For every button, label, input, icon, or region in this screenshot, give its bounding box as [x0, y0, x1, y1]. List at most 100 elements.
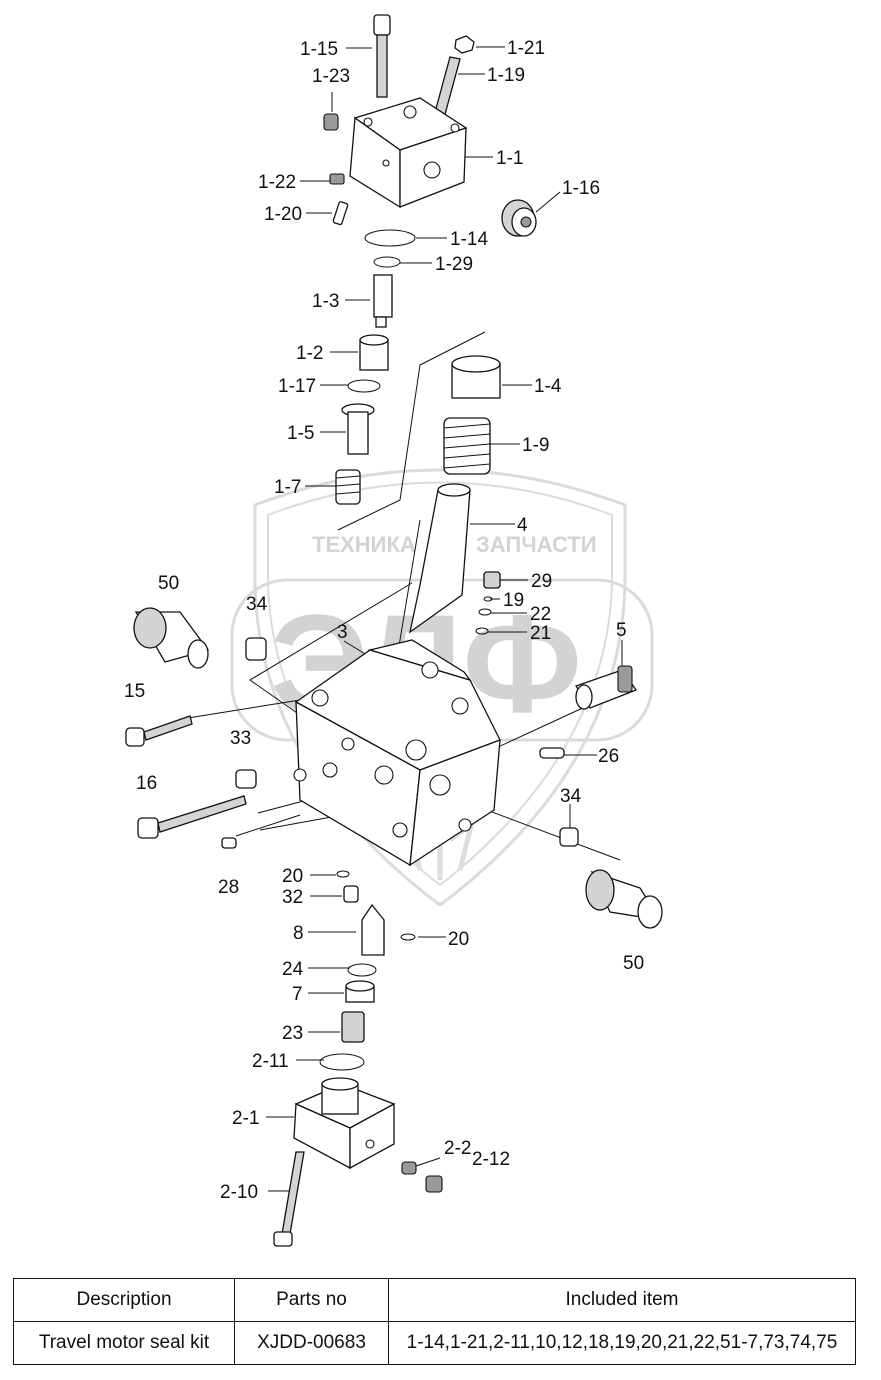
pin-32-icon: [343, 885, 359, 903]
label-24: 24: [282, 959, 304, 980]
label-1-14: 1-14: [450, 229, 488, 250]
ring-20-lower-icon: [400, 933, 416, 941]
label-1-15: 1-15: [300, 39, 338, 60]
label-1-2: 1-2: [296, 343, 323, 364]
label-20-lower: 20: [448, 929, 469, 950]
label-33: 33: [230, 728, 251, 749]
label-23: 23: [282, 1023, 303, 1044]
ring-22-icon: [478, 608, 492, 616]
label-2-2: 2-2: [444, 1138, 471, 1159]
plug-1-16-icon: [501, 199, 537, 237]
label-29: 29: [531, 571, 552, 592]
cell-parts-no: XJDD-00683: [234, 1321, 389, 1365]
ring-1-17-icon: [347, 379, 381, 393]
nut-1-21-icon: [454, 35, 475, 54]
sleeve-1-2-icon: [359, 334, 389, 371]
housing-block-1-1-icon: [349, 97, 468, 209]
spool-1-3-icon: [373, 274, 393, 328]
label-20-upper: 20: [282, 866, 303, 887]
label-2-12: 2-12: [472, 1149, 510, 1170]
label-7: 7: [292, 984, 303, 1005]
o-ring-2-11-icon: [319, 1053, 365, 1071]
label-2-1: 2-1: [232, 1108, 259, 1129]
ring-20-upper-icon: [336, 870, 350, 878]
plug-1-23-icon: [323, 113, 339, 131]
plug-29-icon: [483, 571, 501, 589]
label-2-10: 2-10: [220, 1182, 258, 1203]
ring-21-icon: [475, 627, 489, 635]
label-1-21: 1-21: [507, 38, 545, 59]
label-1-1: 1-1: [496, 148, 523, 169]
pin-26-icon: [539, 747, 565, 759]
label-5: 5: [616, 620, 627, 641]
label-3: 3: [337, 622, 348, 643]
callout-labels: 1-15 1-21 1-23 1-19 1-1 1-22 1-16 1-20 1…: [124, 38, 644, 1203]
plug-23-icon: [341, 1011, 365, 1043]
ring-24-icon: [347, 963, 377, 977]
label-26: 26: [598, 746, 619, 767]
label-1-20: 1-20: [264, 204, 302, 225]
label-1-29: 1-29: [435, 254, 473, 275]
label-50-right: 50: [623, 953, 644, 974]
header-description: Description: [13, 1278, 235, 1322]
poppet-8-icon: [361, 903, 385, 956]
bolt-1-15-icon: [373, 14, 391, 98]
label-1-17: 1-17: [278, 376, 316, 397]
watermark-left-text: ТЕХНИКА: [312, 532, 416, 557]
stud-1-19-icon: [433, 56, 461, 119]
piston-5-icon: [575, 665, 638, 710]
ring-19-icon: [483, 596, 493, 602]
label-1-3: 1-3: [312, 291, 339, 312]
plug-2-2-icon: [401, 1161, 417, 1175]
label-2-11: 2-11: [252, 1051, 289, 1072]
screw-1-22-icon: [329, 173, 345, 185]
parts-table: Description Parts no Included item Trave…: [13, 1278, 856, 1365]
parts-artwork: [125, 14, 663, 1247]
label-1-16: 1-16: [562, 178, 600, 199]
valve-body-3-icon: [293, 639, 501, 867]
label-32: 32: [282, 887, 303, 908]
pin-28-icon: [221, 837, 237, 849]
exploded-parts-diagram: ТЕХНИКА ЗАПЧАСТИ ЭЛФ: [124, 14, 663, 1247]
label-21: 21: [530, 623, 551, 644]
plug-34-right-icon: [559, 827, 579, 847]
label-50-left: 50: [158, 573, 179, 594]
label-1-19: 1-19: [487, 65, 525, 86]
label-8: 8: [293, 923, 304, 944]
plug-34-left-icon: [245, 637, 267, 661]
table-header-row: Description Parts no Included item: [13, 1278, 856, 1322]
spring-1-9-icon: [443, 417, 491, 475]
label-1-7: 1-7: [274, 477, 301, 498]
sleeve-1-4-icon: [451, 355, 501, 399]
label-34-right: 34: [560, 786, 582, 807]
seat-7-icon: [345, 980, 375, 1003]
spring-1-7-icon: [335, 469, 361, 505]
label-1-9: 1-9: [522, 435, 549, 456]
label-15: 15: [124, 681, 145, 702]
pin-1-20-icon: [332, 201, 349, 226]
label-16: 16: [136, 773, 157, 794]
poppet-1-5-icon: [341, 403, 375, 455]
header-parts-no: Parts no: [234, 1278, 389, 1322]
label-1-5: 1-5: [287, 423, 314, 444]
cover-2-1-icon: [293, 1077, 396, 1170]
label-1-23: 1-23: [312, 66, 350, 87]
label-19: 19: [503, 590, 524, 611]
label-22: 22: [530, 604, 551, 625]
bolt-2-10-icon: [273, 1151, 305, 1247]
fitting-50-left-icon: [133, 607, 210, 669]
cell-included-item: 1-14,1-21,2-11,10,12,18,19,20,21,22,51-7…: [388, 1321, 856, 1365]
header-included-item: Included item: [388, 1278, 856, 1322]
o-ring-1-14-icon: [364, 229, 416, 247]
bolt-15-icon: [125, 715, 193, 747]
label-4: 4: [517, 515, 528, 536]
plug-2-12-icon: [425, 1175, 443, 1193]
label-1-22: 1-22: [258, 172, 296, 193]
bolt-16-icon: [137, 795, 247, 839]
label-28: 28: [218, 877, 239, 898]
sleeve-4-icon: [409, 483, 471, 634]
fitting-50-right-icon: [585, 869, 663, 929]
label-34-left: 34: [246, 594, 268, 615]
label-1-4: 1-4: [534, 376, 562, 397]
table-row: Travel motor seal kit XJDD-00683 1-14,1-…: [13, 1321, 856, 1365]
